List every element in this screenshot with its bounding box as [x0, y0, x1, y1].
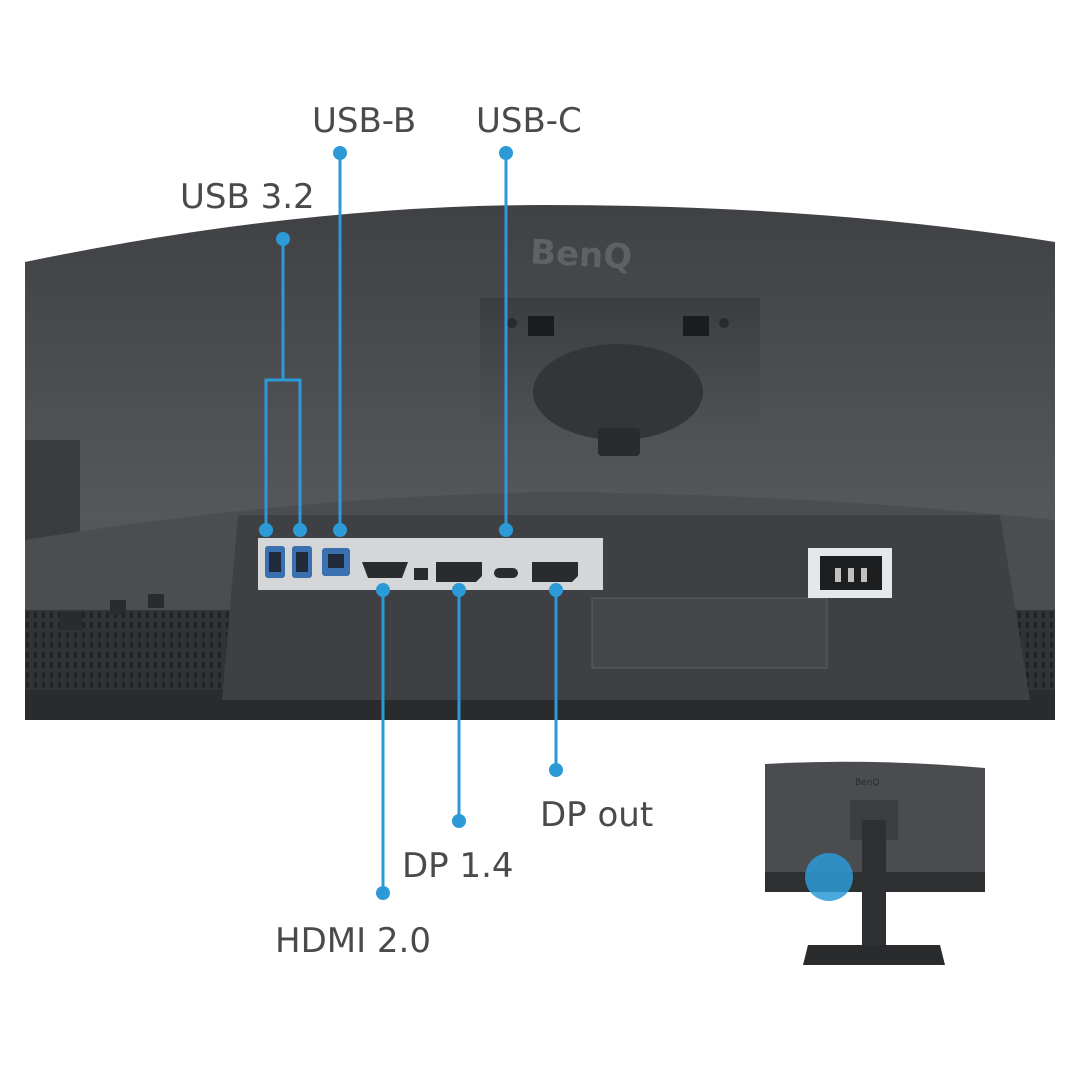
displayport-out-icon — [532, 562, 578, 582]
svg-text:BenQ: BenQ — [855, 778, 880, 788]
usb-a-port-icon — [265, 546, 312, 578]
callout-dots — [259, 146, 563, 900]
inset-monitor-thumbnail: BenQ — [765, 761, 985, 965]
label-dp-out: DP out — [540, 795, 654, 835]
switch-icon — [414, 568, 428, 580]
label-usb-3-2: USB 3.2 — [180, 177, 315, 217]
usb-c-port-icon — [494, 568, 518, 578]
label-usb-c: USB-C — [476, 101, 582, 141]
vesa-mount-recess — [480, 298, 760, 456]
hdmi-port-icon — [362, 562, 408, 578]
callout-lines — [264, 153, 558, 893]
port-panel — [222, 515, 1030, 700]
displayport-icon — [436, 562, 482, 582]
brand-logo-icon: BenQ — [529, 232, 633, 277]
label-usb-b: USB-B — [312, 101, 417, 141]
label-hdmi-2-0: HDMI 2.0 — [275, 921, 431, 961]
highlight-circle-icon — [805, 853, 853, 901]
usb-b-port-icon — [322, 548, 350, 576]
power-socket-icon — [808, 548, 892, 598]
label-dp-1-4: DP 1.4 — [402, 846, 514, 886]
